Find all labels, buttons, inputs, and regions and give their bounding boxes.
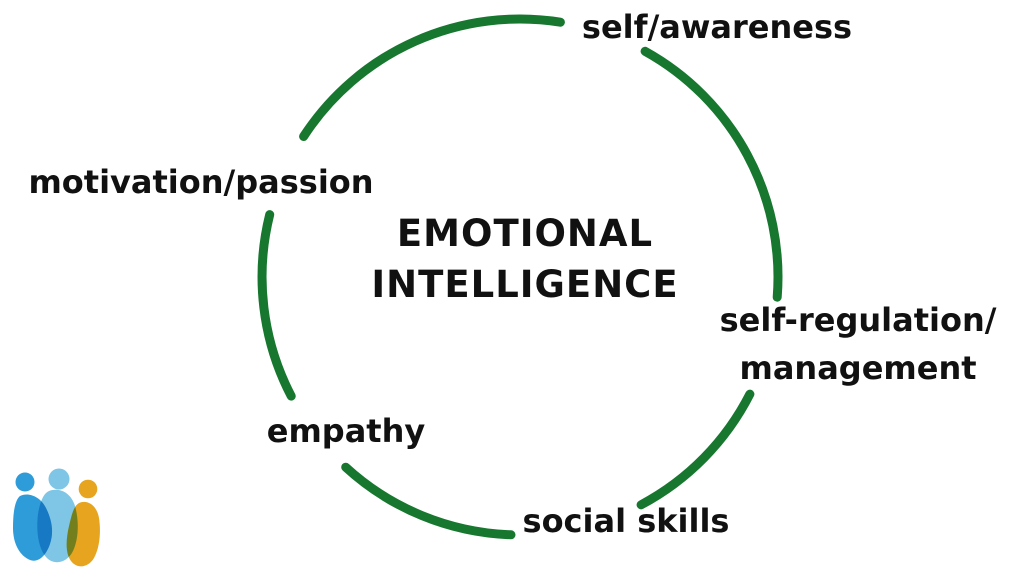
label-self-regulation-line2: management	[739, 349, 977, 387]
circle-arc-segment	[636, 389, 755, 510]
circle-arc-segment	[299, 14, 565, 141]
label-self-regulation-management: self-regulation/ management	[720, 296, 997, 392]
circle-arc-segment	[341, 462, 516, 540]
circle-arc-segment	[257, 210, 296, 401]
person-center-head	[48, 468, 70, 490]
three-people-logo	[13, 468, 100, 567]
diagram-title-line2: INTELLIGENCE	[371, 263, 679, 306]
label-motivation-passion: motivation/passion	[28, 162, 374, 201]
circle-arc-segment	[640, 46, 783, 302]
label-self-awareness: self/awareness	[581, 7, 853, 46]
person-right-figure	[66, 479, 100, 567]
diagram-title-line1: EMOTIONAL	[396, 212, 654, 255]
person-right-head	[78, 479, 98, 499]
person-right-body	[66, 501, 100, 567]
diagram-title: EMOTIONAL INTELLIGENCE	[371, 208, 678, 310]
label-self-regulation-line1: self-regulation/	[719, 301, 997, 339]
label-social-skills: social skills	[522, 501, 730, 540]
person-left-head	[15, 472, 35, 492]
label-empathy: empathy	[266, 411, 426, 450]
